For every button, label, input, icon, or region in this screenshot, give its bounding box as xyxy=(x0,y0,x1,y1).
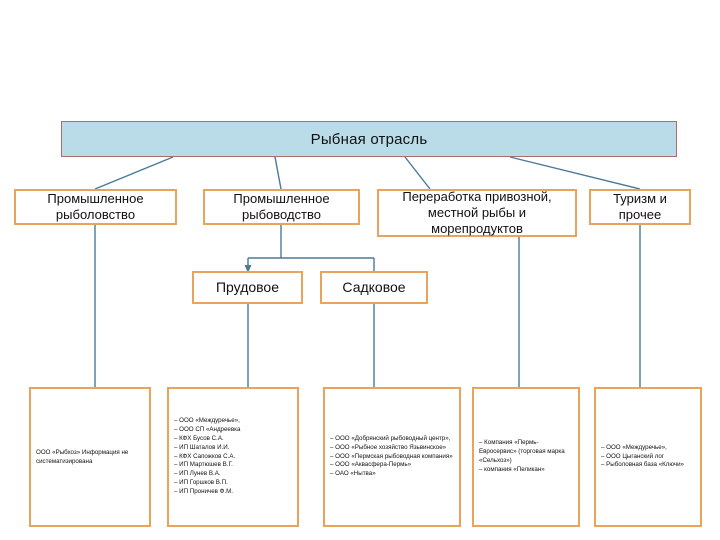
node-cage-farming-label: Садковое xyxy=(342,278,406,295)
leaf-list-item: – Компания «Пермь-Евросервис» (торговая … xyxy=(479,439,565,464)
leaf-list-item: – ИП Горшков В.П. xyxy=(174,478,228,486)
leaf-list-item: – ИП Проничев Ф.М. xyxy=(174,487,233,495)
leaf-box-processing-companies[interactable]: – Компания «Пермь-Евросервис» (торговая … xyxy=(472,387,580,527)
node-industrial-fish-farming-label: Промышленное рыбоводство xyxy=(233,190,330,222)
leaf-list-item: – КФХ Бусов С.А. xyxy=(174,435,224,442)
node-pond-farming[interactable]: Прудовое xyxy=(192,271,303,304)
leaf-list-item: – Рыболовная база «Ключи» xyxy=(601,461,684,469)
arrow-head-prudovoe xyxy=(244,265,252,273)
leaf-content: – ООО «Междуречье»,– ООО СП «Андреевка– … xyxy=(174,417,292,496)
leaf-list-item: – ИП Шаталов И.И. xyxy=(174,443,230,451)
connector-root-to-rybovodstvo xyxy=(274,156,282,190)
root-node-label: Рыбная отрасль xyxy=(310,130,428,148)
leaf-list-item: – ООО СП «Андреевка xyxy=(174,426,241,434)
connector-root-to-turizm xyxy=(509,156,641,190)
leaf-box-cage-companies[interactable]: – ООО «Добрянский рыбоводный центр»,– ОО… xyxy=(323,387,461,527)
leaf-list-item: – ОАО «Нытва» xyxy=(330,470,376,478)
leaf-box-tourism-companies[interactable]: – ООО «Междуречье»,– ООО Цыганский лог– … xyxy=(594,387,702,527)
connector-root-to-rybolovstvo xyxy=(94,156,174,190)
node-industrial-fish-farming[interactable]: Промышленное рыбоводство xyxy=(203,189,360,225)
leaf-list-item: – ООО «Рыбное хозяйство Язьвинское» xyxy=(330,443,447,451)
root-node-fish-industry[interactable]: Рыбная отрасль xyxy=(61,121,677,157)
connector-root-to-pererabotka xyxy=(404,156,431,190)
leaf-list-item: – ИП Мартюшев В.Г. xyxy=(174,461,233,469)
leaf-box-fishing-companies[interactable]: ООО «Рыбхоз» Информация не систематизиро… xyxy=(29,387,151,527)
leaf-content: ООО «Рыбхоз» Информация не систематизиро… xyxy=(36,448,144,467)
node-tourism-label: Туризм и прочее xyxy=(613,190,667,222)
leaf-box-pond-companies[interactable]: – ООО «Междуречье»,– ООО СП «Андреевка– … xyxy=(167,387,299,527)
leaf-list-item: – ИП Лунев В.А. xyxy=(174,470,221,478)
leaf-content: – ООО «Добрянский рыбоводный центр»,– ОО… xyxy=(330,435,454,479)
leaf-list-item: – ООО «Пермская рыбоводная компания» xyxy=(330,452,453,460)
leaf-text: ООО «Рыбхоз» Информация не систематизиро… xyxy=(36,448,129,465)
leaf-list-item: – ООО Цыганский лог xyxy=(601,452,665,460)
node-cage-farming[interactable]: Садковое xyxy=(320,271,428,304)
leaf-list-item: – КФХ Сапожков С.А. xyxy=(174,452,236,460)
leaf-list-item: – ООО «Добрянский рыбоводный центр», xyxy=(330,435,451,442)
node-industrial-fishing-label: Промышленное рыболовство xyxy=(47,190,144,222)
node-tourism[interactable]: Туризм и прочее xyxy=(589,189,691,225)
leaf-list-item: – ООО «Междуречье», xyxy=(174,417,240,425)
node-processing[interactable]: Переработка привозной, местной рыбы и мо… xyxy=(377,189,577,237)
leaf-list-item: – ООО «Аквасфера-Пермь» xyxy=(330,461,412,469)
node-pond-farming-label: Прудовое xyxy=(215,278,280,295)
leaf-content: – ООО «Междуречье»,– ООО Цыганский лог– … xyxy=(601,444,695,470)
leaf-list-item: – ООО «Междуречье», xyxy=(601,443,667,451)
leaf-list-item: – компания «Пеликан» xyxy=(479,465,545,473)
node-processing-label: Переработка привозной, местной рыбы и мо… xyxy=(402,188,552,237)
node-industrial-fishing[interactable]: Промышленное рыболовство xyxy=(14,189,177,225)
leaf-content: – Компания «Пермь-Евросервис» (торговая … xyxy=(479,439,573,474)
